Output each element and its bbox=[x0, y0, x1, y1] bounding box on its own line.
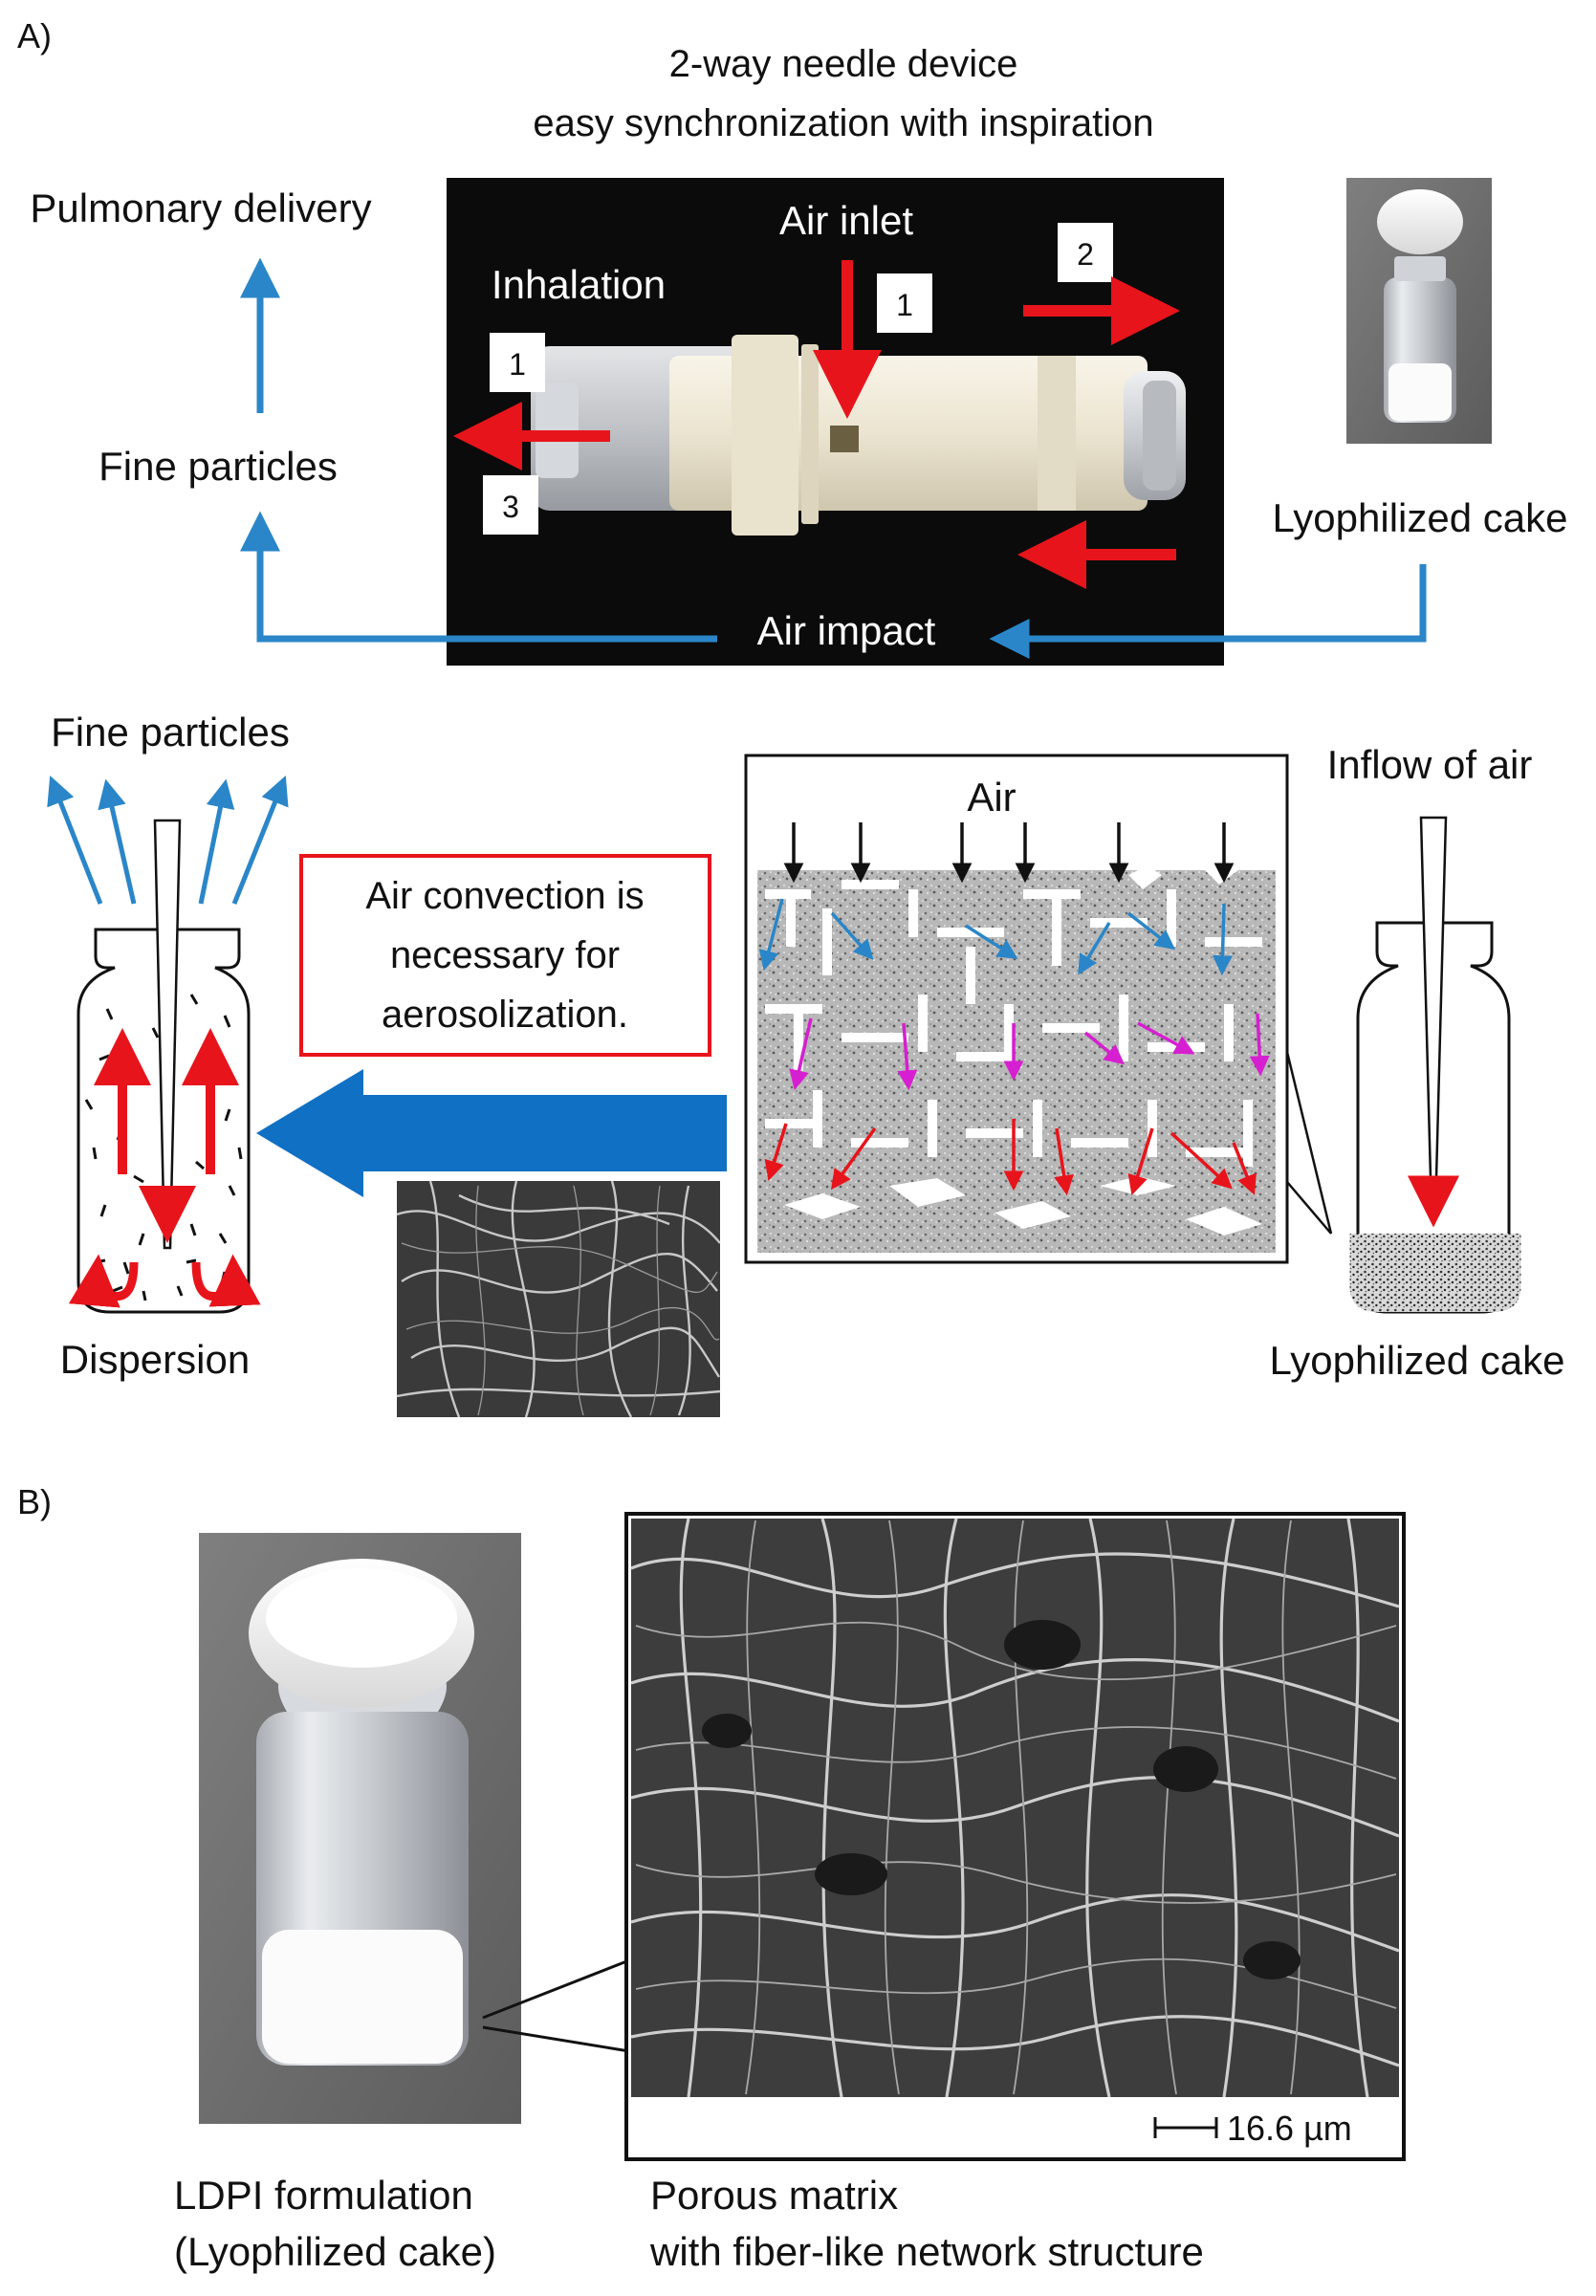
device-title-line2: easy synchronization with inspiration bbox=[533, 102, 1153, 144]
air-convection-note: Air convection is necessary for aerosoli… bbox=[299, 854, 711, 1057]
dispersion-label: Dispersion bbox=[60, 1337, 250, 1382]
lyophilized-cake-top-label: Lyophilized cake bbox=[1273, 495, 1568, 540]
step-box-1-inhalation: 1 bbox=[490, 333, 545, 392]
fine-particles-mid-label: Fine particles bbox=[51, 710, 290, 754]
step-box-3: 3 bbox=[483, 475, 538, 535]
inflow-of-air-label: Inflow of air bbox=[1327, 742, 1533, 787]
flow-line-from-cake bbox=[989, 564, 1427, 659]
particle-arrow-1 bbox=[47, 776, 103, 905]
pulmonary-delivery-label: Pulmonary delivery bbox=[30, 186, 371, 230]
particle-arrow-3 bbox=[198, 778, 235, 905]
panel-a-letter: A) bbox=[17, 16, 52, 55]
big-dispersion-arrow bbox=[256, 1069, 727, 1197]
dispersion-vial-drawing bbox=[68, 819, 261, 1314]
inflow-vial-drawing bbox=[1349, 816, 1521, 1314]
particle-arrow-4 bbox=[231, 776, 289, 905]
device-title-line1: 2-way needle device bbox=[669, 43, 1018, 85]
inhalation-label: Inhalation bbox=[492, 262, 666, 307]
note-line-3: aerosolization. bbox=[382, 994, 628, 1036]
air-label: Air bbox=[967, 775, 1016, 820]
step-1-inlet-number: 1 bbox=[896, 288, 913, 322]
caption-left-line1: LDPI formulation bbox=[174, 2173, 473, 2218]
note-line-2: necessary for bbox=[390, 934, 620, 976]
particle-arrow-2 bbox=[98, 778, 137, 905]
air-impact-label: Air impact bbox=[757, 608, 936, 653]
lyophilized-cake-mid-label: Lyophilized cake bbox=[1270, 1338, 1565, 1383]
flow-line-to-fine-particles bbox=[256, 536, 717, 643]
step-box-2: 2 bbox=[1058, 223, 1113, 282]
ldpi-vial-photo bbox=[199, 1533, 521, 2124]
air-flow-mechanism-box: Air bbox=[744, 754, 1333, 1264]
caption-right-line2: with fiber-like network structure bbox=[649, 2229, 1204, 2274]
panel-b-letter: B) bbox=[17, 1482, 52, 1521]
note-line-1: Air convection is bbox=[365, 875, 644, 917]
step-1-left-number: 1 bbox=[509, 347, 526, 382]
lyophilized-cake-vial-photo-small bbox=[1346, 178, 1492, 444]
step-3-number: 3 bbox=[502, 490, 519, 524]
caption-right-line1: Porous matrix bbox=[650, 2173, 898, 2218]
scale-bar-label: 16.6 µm bbox=[1227, 2109, 1352, 2148]
zoom-line-top bbox=[482, 1958, 630, 2020]
step-box-1-inlet: 1 bbox=[877, 273, 932, 333]
zoom-line-bottom bbox=[482, 2025, 630, 2053]
sem-image-large: 16.6 µm bbox=[624, 1512, 1406, 2161]
caption-left-line2: (Lyophilized cake) bbox=[174, 2229, 496, 2274]
air-inlet-label: Air inlet bbox=[779, 198, 913, 243]
fine-particles-top-label: Fine particles bbox=[98, 444, 338, 489]
step-2-number: 2 bbox=[1077, 237, 1094, 272]
sem-image-small bbox=[396, 1180, 721, 1418]
